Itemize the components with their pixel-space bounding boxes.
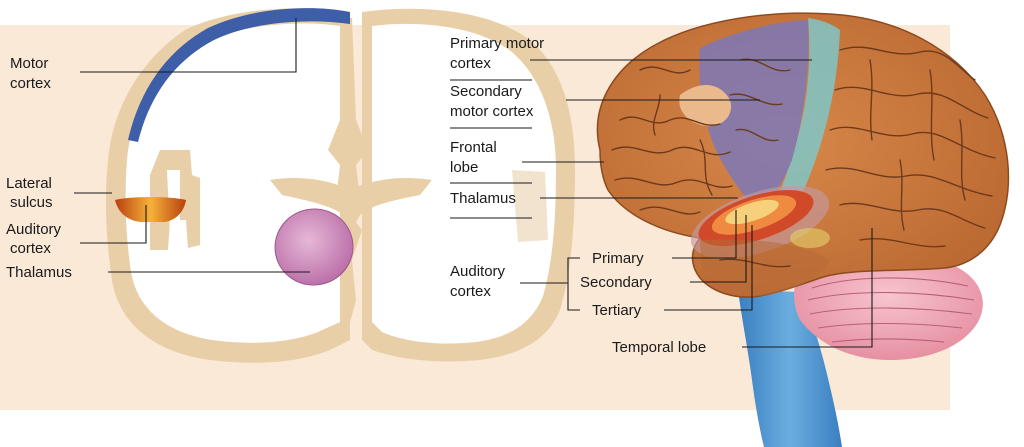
label-motor-cortex-line1: Motor <box>10 55 48 72</box>
label-auditory-cortex-left-line2: cortex <box>10 240 51 257</box>
label-auditory-cortex-right: Auditory cortex <box>450 263 509 300</box>
cerebellum <box>794 253 983 360</box>
label-primary: Primary <box>592 250 644 267</box>
label-motor-cortex: Motor cortex <box>10 55 53 92</box>
label-tertiary: Tertiary <box>592 302 642 319</box>
lateral-brain <box>596 12 1010 447</box>
label-primary-motor-cortex: Primary motor cortex <box>450 35 548 72</box>
thalamus-section <box>274 208 354 286</box>
label-lateral-sulcus-line2: sulcus <box>10 194 53 211</box>
label-thalamus-left: Thalamus <box>6 264 72 281</box>
label-auditory-cortex-left-line1: Auditory <box>6 221 62 238</box>
gyri-lines <box>611 46 996 268</box>
label-secondary-motor-cortex: Secondary motor cortex <box>450 83 534 120</box>
label-auditory-cortex-left: Auditory cortex <box>6 221 65 257</box>
label-secondary-motor-cortex-line2: motor cortex <box>450 103 534 120</box>
coronal-section <box>105 8 575 363</box>
label-frontal-lobe: Frontal lobe <box>450 139 501 176</box>
label-secondary: Secondary <box>580 274 652 291</box>
label-auditory-cortex-right-line2: cortex <box>450 283 491 300</box>
label-primary-motor-cortex-line2: cortex <box>450 55 491 72</box>
label-lateral-sulcus-line1: Lateral <box>6 175 52 192</box>
label-lateral-sulcus: Lateral sulcus <box>6 175 56 211</box>
brainstem <box>738 290 842 447</box>
label-thalamus-right: Thalamus <box>450 190 516 207</box>
label-auditory-cortex-right-line1: Auditory <box>450 263 506 280</box>
label-frontal-lobe-line1: Frontal <box>450 139 497 156</box>
label-primary-motor-cortex-line1: Primary motor <box>450 35 544 52</box>
auditory-cortex-section <box>115 197 186 222</box>
label-motor-cortex-line2: cortex <box>10 75 51 92</box>
leader-lines <box>74 18 873 348</box>
label-temporal-lobe: Temporal lobe <box>612 339 706 356</box>
label-frontal-lobe-line2: lobe <box>450 159 478 176</box>
motor-cortex-strip <box>128 8 350 142</box>
label-secondary-motor-cortex-line1: Secondary <box>450 83 522 100</box>
